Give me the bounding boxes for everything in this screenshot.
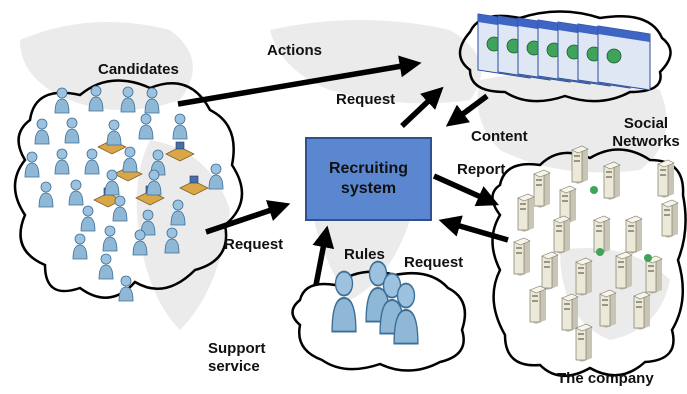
edge-request-candidates bbox=[205, 200, 291, 235]
content-label: Content bbox=[471, 128, 528, 145]
candidates-cloud bbox=[13, 79, 244, 299]
edge-request-content bbox=[400, 86, 444, 128]
recruiting-system-label: Recruiting system bbox=[328, 160, 409, 197]
candidates-label: Candidates bbox=[98, 61, 179, 78]
edge-report bbox=[432, 173, 500, 207]
rules-label: Rules bbox=[344, 246, 385, 263]
support-cloud bbox=[291, 270, 467, 372]
edge-actions bbox=[177, 55, 422, 107]
company-servers bbox=[513, 145, 679, 363]
company-cloud bbox=[491, 148, 687, 377]
edge-rules bbox=[312, 225, 335, 286]
request-candidates-label: Request bbox=[224, 236, 284, 253]
edge-request-company bbox=[438, 215, 509, 243]
recruiting-system-node: Recruiting system bbox=[305, 137, 432, 221]
social-networks-cloud bbox=[458, 10, 672, 103]
support-service-label: Support service bbox=[208, 340, 266, 375]
report-label: Report bbox=[457, 161, 506, 178]
company-label: The company bbox=[557, 370, 654, 387]
request-content-label: Request bbox=[336, 91, 396, 108]
actions-label: Actions bbox=[267, 42, 323, 59]
request-company-label: Request bbox=[404, 254, 464, 271]
edge-content bbox=[445, 93, 489, 127]
social-networks-label: Social Networks bbox=[612, 115, 680, 150]
